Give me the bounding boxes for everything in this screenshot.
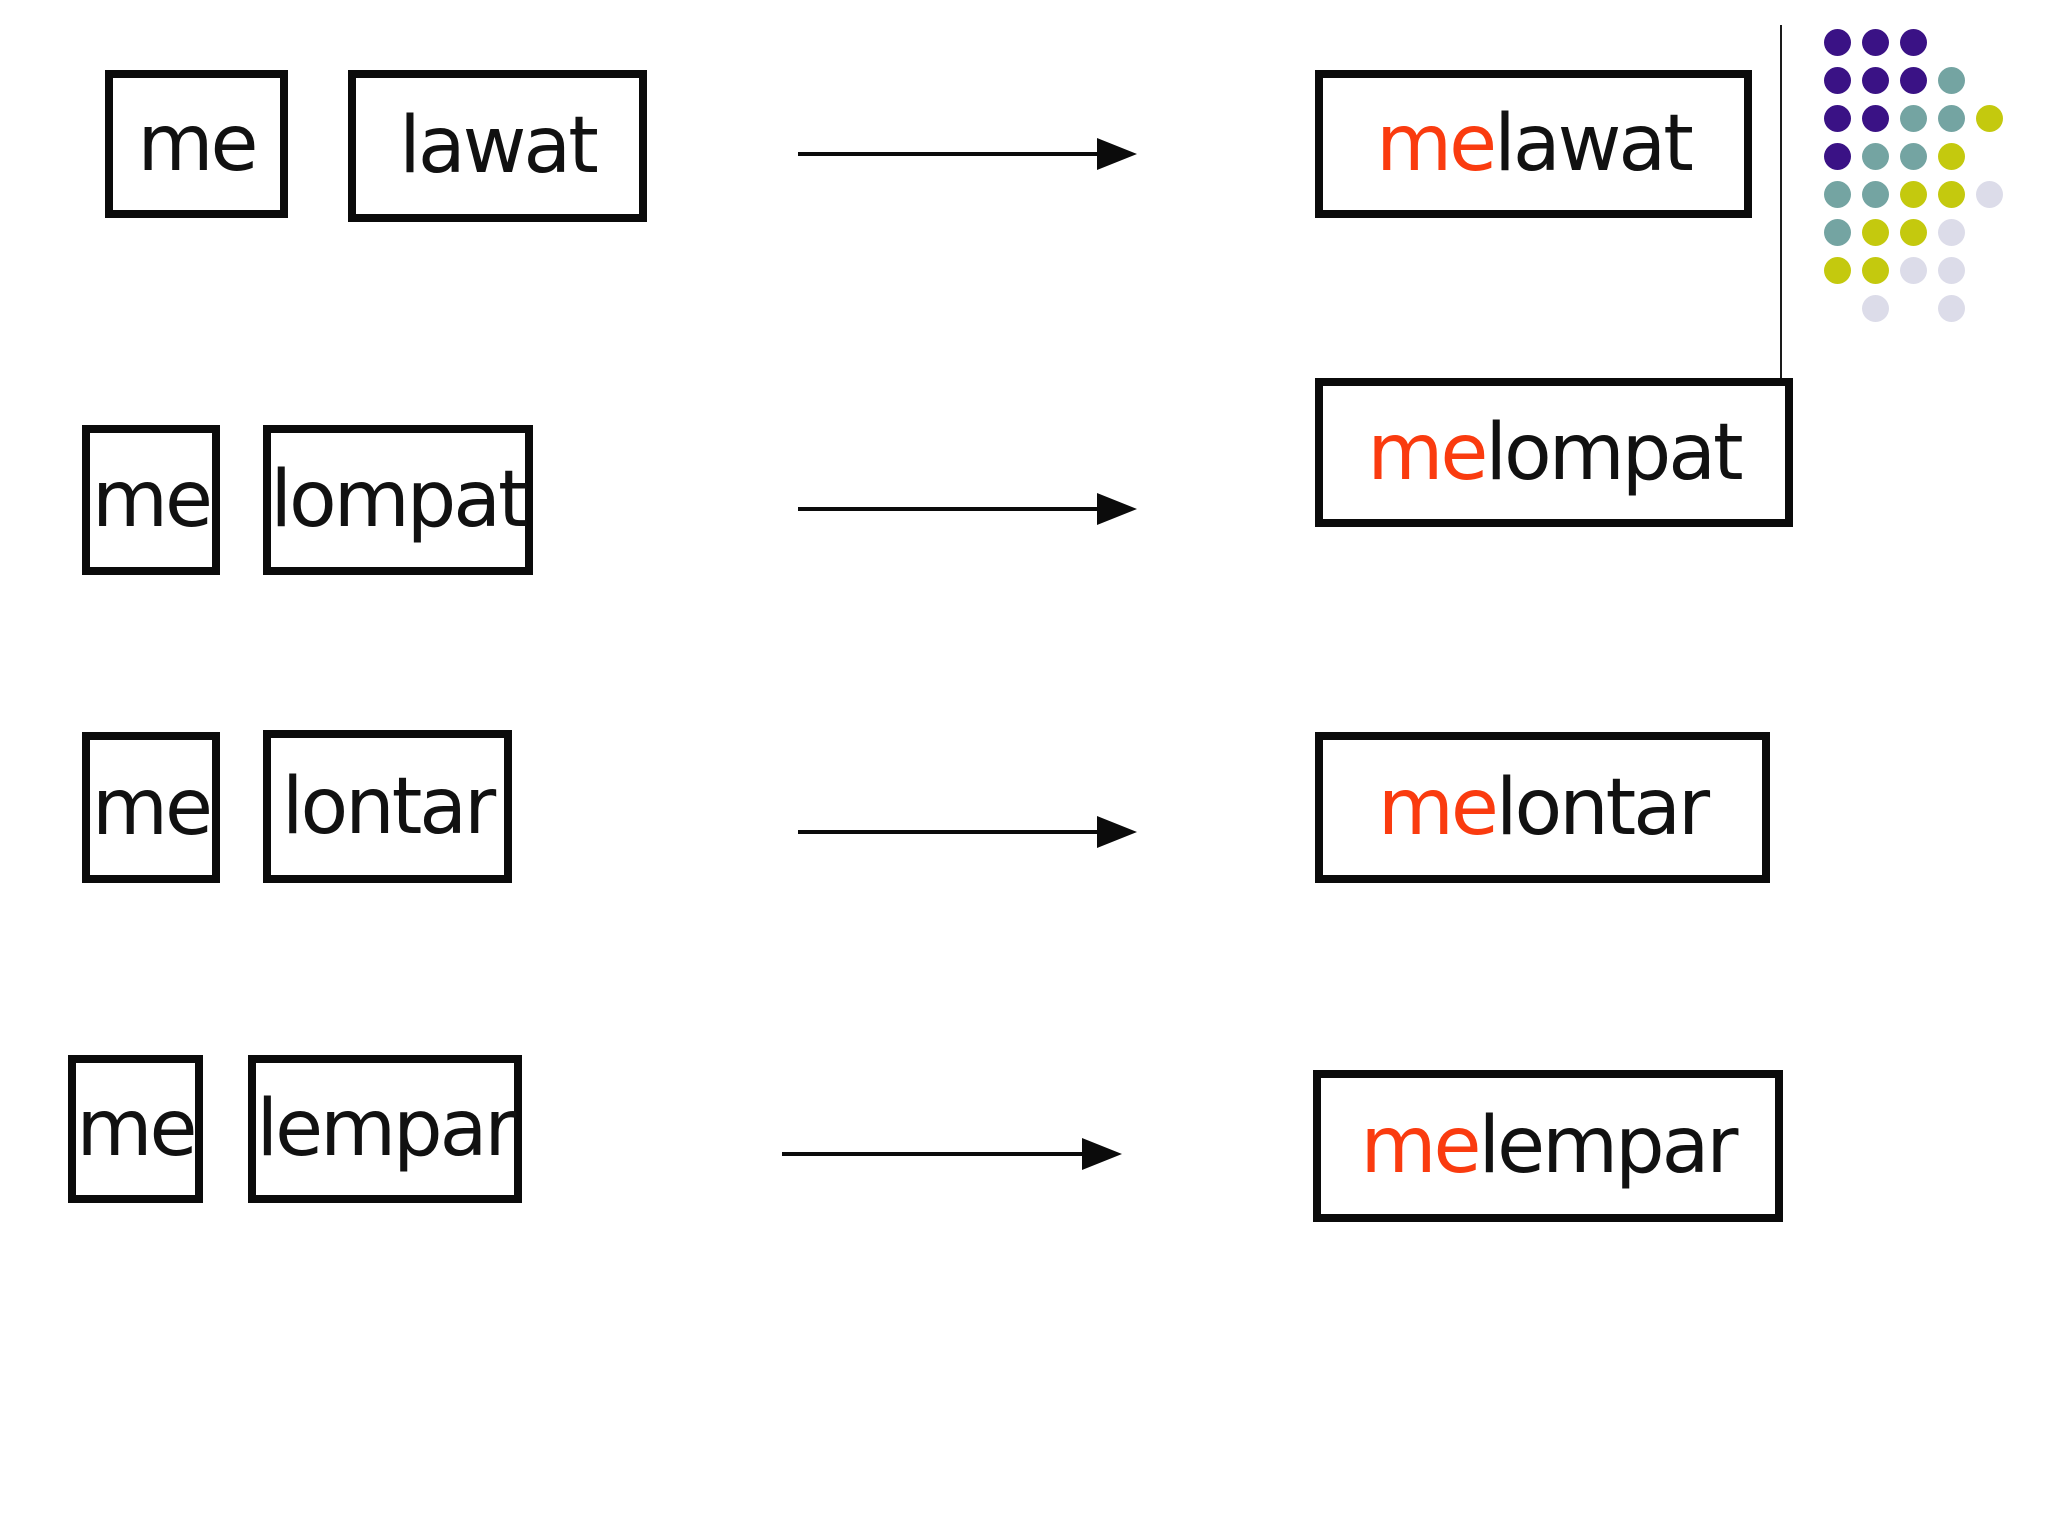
decoration-dot	[1976, 105, 2003, 132]
root-word-label: lompat	[270, 455, 528, 545]
root-word-label: lontar	[281, 761, 496, 852]
decoration-dot	[1938, 105, 1965, 132]
decoration-dot	[1862, 29, 1889, 56]
prefix-label: me	[92, 455, 213, 545]
dots-decoration	[1824, 29, 2016, 335]
decoration-dot	[1824, 257, 1851, 284]
decoration-dot	[1824, 105, 1851, 132]
decoration-dot	[1824, 67, 1851, 94]
decoration-dot	[1862, 257, 1889, 284]
decoration-dot	[1824, 143, 1851, 170]
prefix-box: me	[82, 732, 220, 883]
result-root: lontar	[1495, 762, 1710, 853]
result-prefix: me	[1377, 762, 1499, 853]
root-word-label: lawat	[399, 101, 599, 191]
root-word-box: lawat	[348, 70, 647, 222]
root-word-box: lompat	[263, 425, 533, 575]
result-root: lempar	[1478, 1101, 1738, 1191]
decoration-dot	[1862, 143, 1889, 170]
result-root: lompat	[1485, 407, 1743, 498]
decoration-dot	[1824, 219, 1851, 246]
decoration-dot	[1900, 181, 1927, 208]
decoration-dot	[1938, 143, 1965, 170]
decoration-dot	[1824, 29, 1851, 56]
decoration-dot	[1862, 105, 1889, 132]
decoration-dot	[1862, 181, 1889, 208]
decoration-dot	[1900, 29, 1927, 56]
arrow-shaft	[798, 830, 1103, 834]
decoration-dot	[1862, 219, 1889, 246]
root-word-box: lontar	[263, 730, 512, 883]
prefix-label: me	[92, 762, 213, 853]
decoration-dot	[1900, 143, 1927, 170]
root-word-box: lempar	[248, 1055, 522, 1203]
arrow-head-icon	[1097, 816, 1137, 848]
right-arrow	[798, 816, 1137, 848]
prefix-box: me	[82, 425, 220, 575]
result-prefix: me	[1367, 407, 1488, 498]
arrow-shaft	[798, 507, 1103, 511]
decoration-dot	[1862, 295, 1889, 322]
decoration-dot	[1900, 257, 1927, 284]
right-arrow	[782, 1138, 1122, 1170]
decoration-dot	[1938, 219, 1965, 246]
decoration-dot	[1900, 219, 1927, 246]
result-prefix: me	[1376, 99, 1497, 189]
root-word-label: lempar	[256, 1084, 516, 1174]
decoration-dot	[1938, 67, 1965, 94]
prefix-label: me	[76, 1084, 198, 1174]
prefix-box: me	[68, 1055, 203, 1203]
decoration-dot	[1900, 105, 1927, 132]
result-prefix: me	[1360, 1101, 1481, 1191]
decoration-dot	[1900, 67, 1927, 94]
decoration-dot	[1862, 67, 1889, 94]
arrow-shaft	[782, 1152, 1088, 1156]
decoration-dot	[1938, 257, 1965, 284]
arrow-head-icon	[1082, 1138, 1122, 1170]
prefix-label: me	[137, 99, 259, 189]
right-arrow	[798, 138, 1137, 170]
prefix-box: me	[105, 70, 288, 218]
arrow-shaft	[798, 152, 1103, 156]
decoration-dot	[1938, 181, 1965, 208]
arrow-head-icon	[1097, 138, 1137, 170]
decoration-dot	[1938, 295, 1965, 322]
result-root: lawat	[1494, 99, 1694, 189]
arrow-head-icon	[1097, 493, 1137, 525]
decoration-dot	[1824, 181, 1851, 208]
vertical-rule	[1780, 25, 1782, 378]
right-arrow	[798, 493, 1137, 525]
decoration-dot	[1976, 181, 2003, 208]
